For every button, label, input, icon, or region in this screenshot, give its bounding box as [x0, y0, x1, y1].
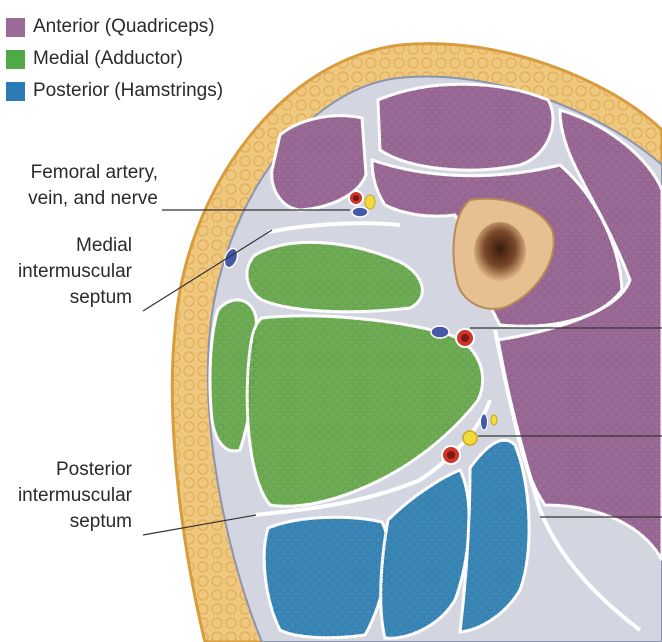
- medial-compartment: [208, 240, 485, 508]
- legend-label: Medial (Adductor): [33, 48, 183, 69]
- legend-item-anterior: Anterior (Quadriceps): [6, 14, 276, 40]
- femoral-vessels: [348, 190, 376, 218]
- bone-marrow: [474, 222, 526, 282]
- medial-septum-label: Medial intermuscular septum: [17, 235, 132, 308]
- femoral-vessels-label: Femoral artery, vein, and nerve: [28, 162, 158, 209]
- medial-color-swatch: [6, 49, 25, 69]
- femoral-nerve: [364, 194, 376, 210]
- medial-septum-leader-line: [142, 229, 273, 312]
- sciatic-nerve-group: [441, 413, 498, 465]
- posterior-color-swatch: [6, 81, 25, 101]
- posterior-compartment: [262, 438, 531, 640]
- medial-intermuscular-septum: [267, 221, 401, 234]
- femur-bone: [452, 197, 555, 310]
- profunda-femoris-vessels: [430, 325, 475, 348]
- lateral-intermuscular-septum: [493, 329, 642, 632]
- posterior-septum-leader-line: [142, 514, 257, 536]
- anterior-color-swatch: [6, 17, 25, 37]
- femoral-vein: [351, 206, 369, 218]
- legend: Anterior (Quadriceps) Medial (Adductor) …: [6, 14, 276, 110]
- posterior-septum-label: Posterior intermuscular septum: [17, 459, 132, 532]
- legend-label: Posterior (Hamstrings): [33, 80, 224, 101]
- legend-item-medial: Medial (Adductor): [6, 46, 276, 72]
- legend-item-posterior: Posterior (Hamstrings): [6, 78, 276, 104]
- legend-label: Anterior (Quadriceps): [33, 16, 215, 37]
